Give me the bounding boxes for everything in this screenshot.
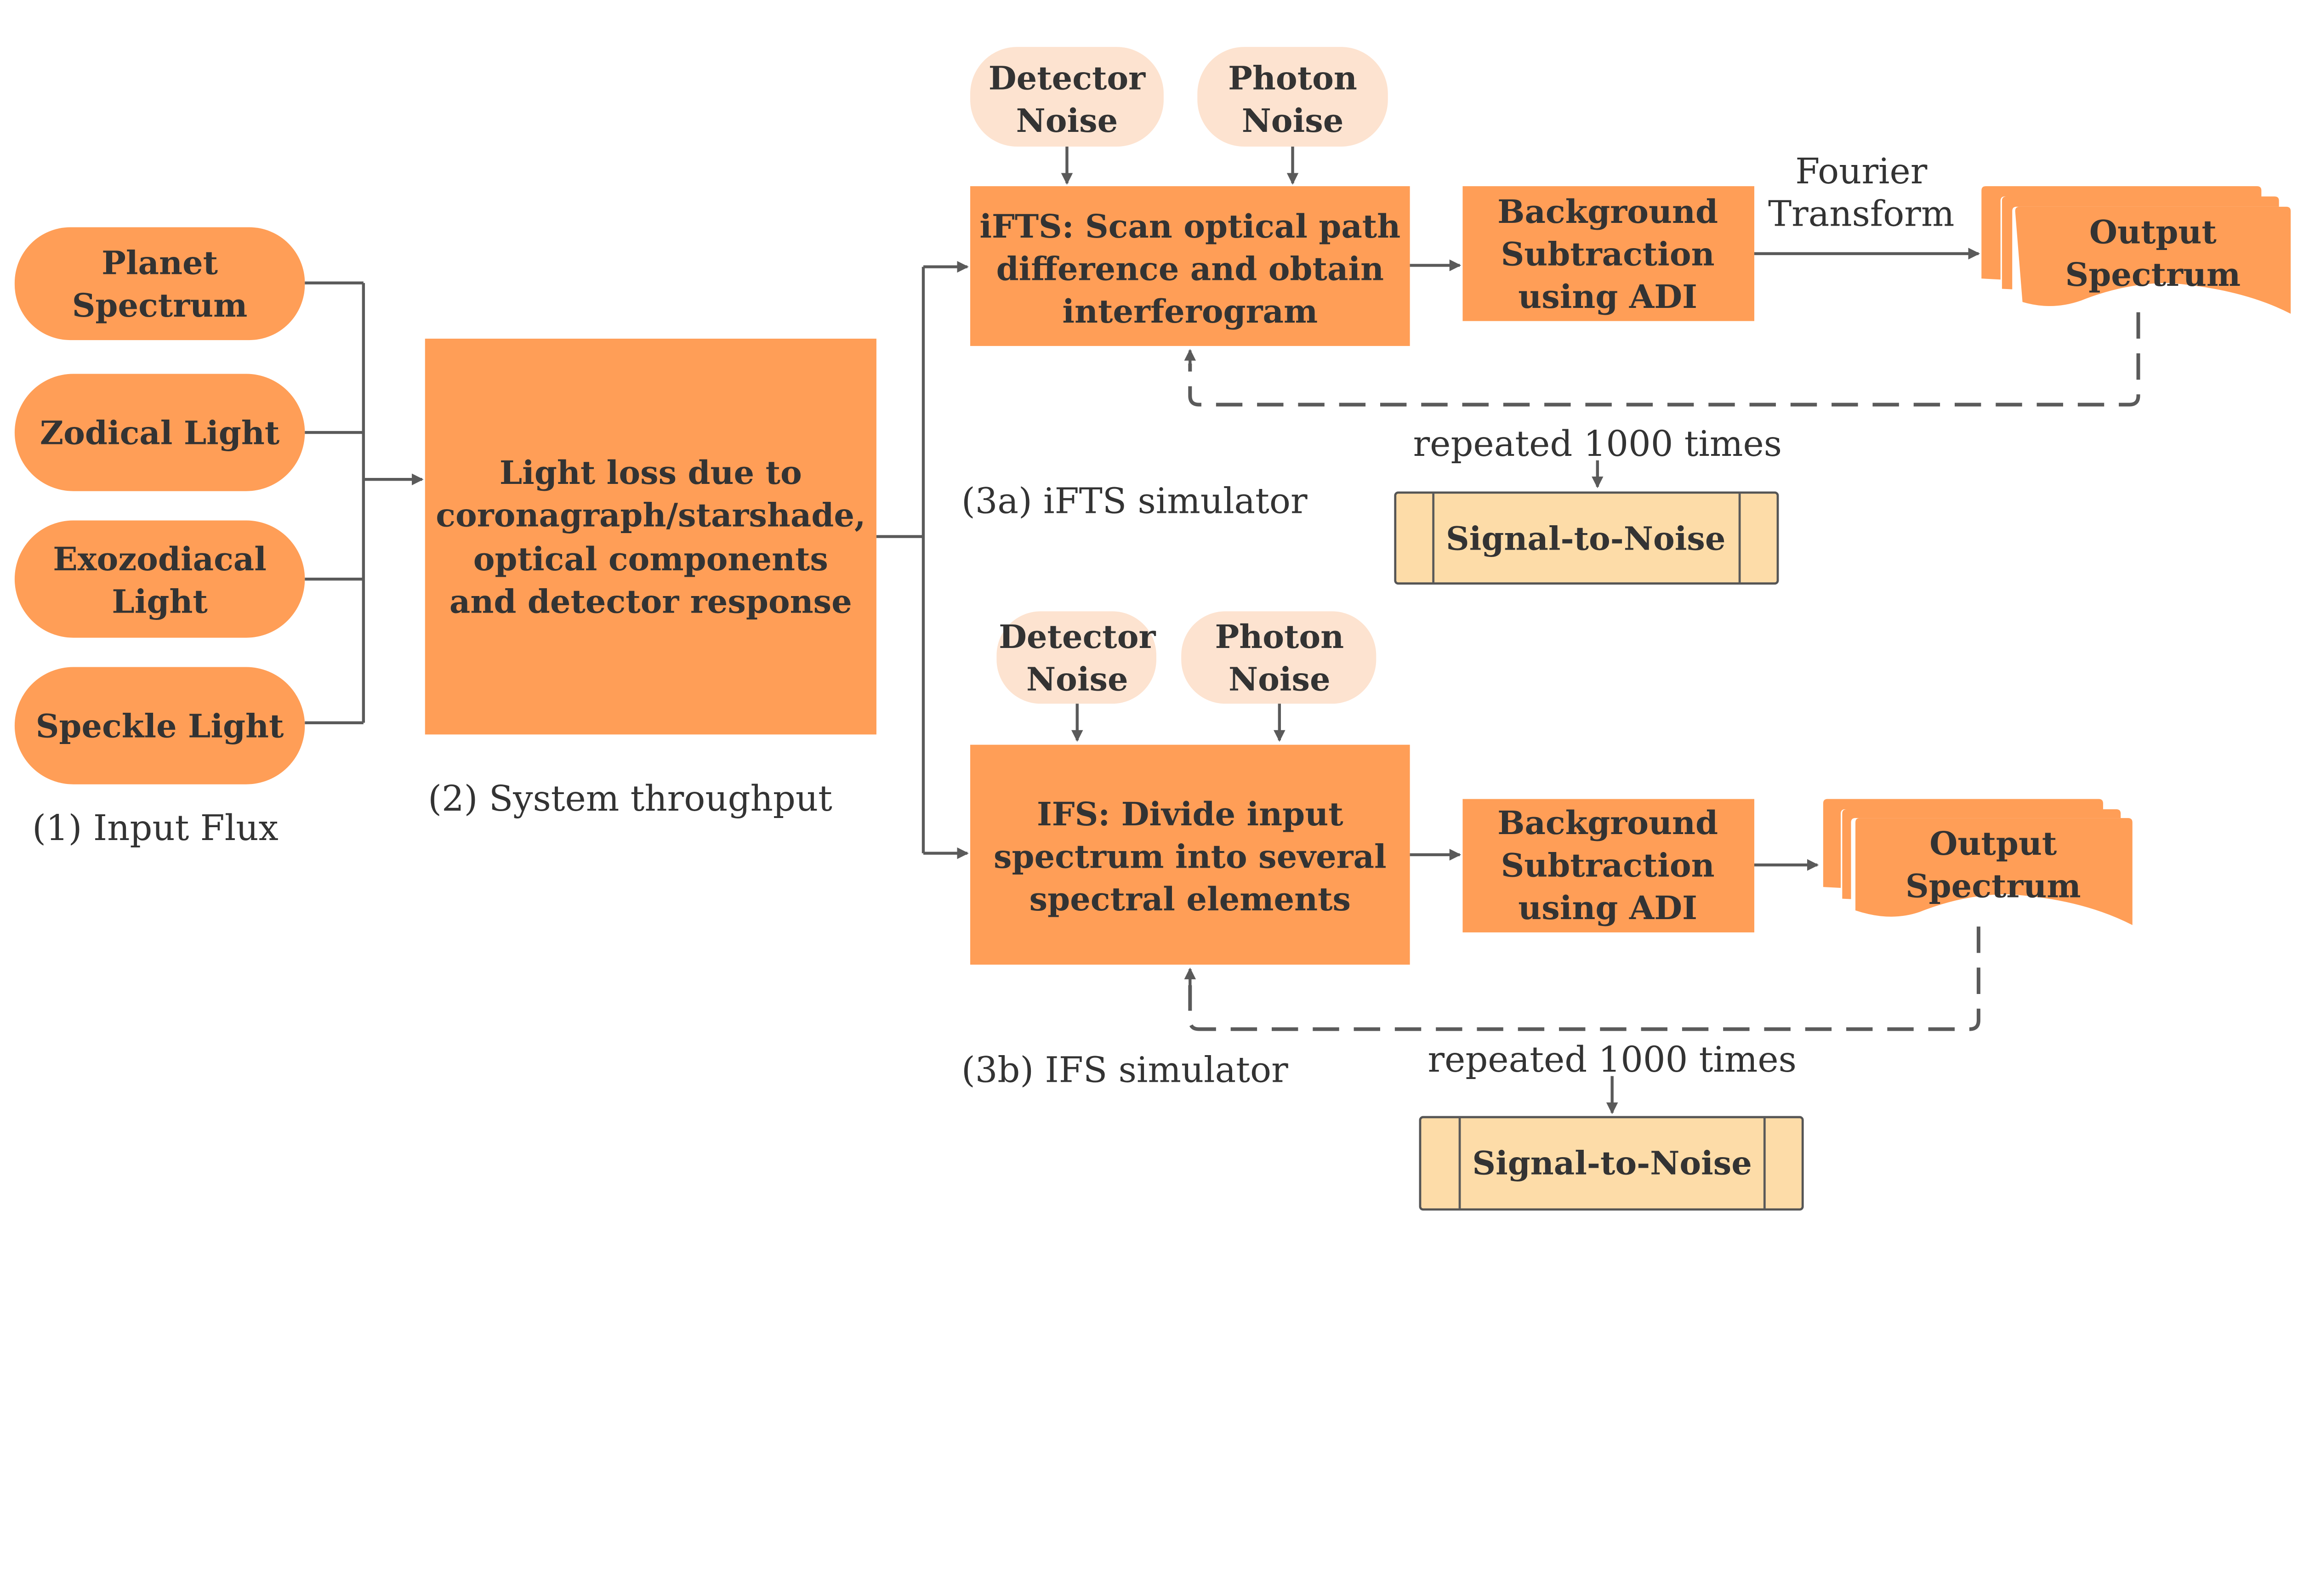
label: Photon (1215, 618, 1344, 656)
label: Background (1497, 804, 1718, 842)
ifs-detector-noise: Detector Noise (996, 611, 1156, 704)
caption-ifs-simulator: (3b) IFS simulator (961, 1050, 1288, 1091)
label: Signal-to-Noise (1446, 519, 1726, 557)
input-connectors (305, 281, 424, 724)
label: Zodical Light (40, 414, 280, 452)
ifs-main-box: IFS: Divide input spectrum into several … (970, 744, 1410, 965)
ifs-background-subtraction: Background Subtraction using ADI (1462, 799, 1755, 932)
fourier-label: Fourier (1795, 151, 1928, 192)
label: Subtraction (1501, 846, 1715, 885)
label: Detector (999, 618, 1156, 656)
label: Spectrum (72, 286, 248, 324)
ifts-repeat-loop (1188, 312, 2140, 407)
label: Photon (1228, 59, 1357, 97)
label: and detector response (449, 582, 852, 620)
label: Noise (1242, 102, 1344, 140)
caption-input-flux: (1) Input Flux (32, 808, 279, 849)
flow-diagram: Planet Spectrum Zodical Light Exozodiaca… (14, 47, 2291, 1211)
ifts-signal-to-noise: Signal-to-Noise (1394, 491, 1779, 585)
label: Background (1497, 193, 1718, 231)
output-label: Output (1929, 824, 2057, 863)
spectrum-label: Spectrum (2065, 256, 2241, 294)
system-throughput-box: Light loss due to coronagraph/starshade,… (425, 338, 876, 735)
input-zodical-light: Zodical Light (14, 374, 305, 491)
label: Detector (989, 59, 1146, 97)
label: spectrum into several (994, 838, 1387, 876)
label: difference and obtain (996, 250, 1384, 288)
ifts-main-box: iFTS: Scan optical path difference and o… (970, 186, 1410, 346)
label: Subtraction (1501, 235, 1715, 273)
label: coronagraph/starshade, (436, 496, 865, 534)
label: Noise (1229, 660, 1331, 699)
spectrum-label: Spectrum (1906, 867, 2081, 905)
ifs-photon-noise: Photon Noise (1181, 611, 1377, 704)
ifts-background-subtraction: Background Subtraction using ADI (1462, 186, 1755, 321)
split-connectors (876, 261, 969, 859)
ifs-output-spectrum: Output Spectrum (1823, 799, 2133, 927)
ifs-repeat-label: repeated 1000 times (1428, 1039, 1796, 1080)
ifts-repeat-label: repeated 1000 times (1413, 424, 1782, 465)
label: Light (112, 582, 208, 620)
label: using ADI (1518, 889, 1697, 927)
label: iFTS: Scan optical path (979, 207, 1400, 245)
label: Noise (1026, 660, 1128, 699)
input-planet-spectrum: Planet Spectrum (14, 227, 305, 341)
label: Exozodiacal (53, 540, 267, 578)
label: interferogram (1062, 292, 1318, 330)
ifts-detector-noise: Detector Noise (970, 47, 1164, 147)
transform-label: Transform (1768, 193, 1954, 234)
input-speckle-light: Speckle Light (14, 667, 305, 784)
ifts-photon-noise: Photon Noise (1197, 47, 1388, 147)
label: spectral elements (1030, 880, 1351, 918)
label: Planet (102, 244, 218, 282)
caption-ifts-simulator: (3a) iFTS simulator (961, 481, 1308, 522)
label: Noise (1016, 102, 1118, 140)
ifts-output-spectrum: Output Spectrum (1981, 186, 2291, 315)
label: optical components (473, 540, 828, 578)
ifs-repeat-loop (1188, 926, 1980, 1031)
label: using ADI (1518, 278, 1697, 316)
ifs-signal-to-noise: Signal-to-Noise (1419, 1116, 1804, 1211)
label: Light loss due to (500, 454, 802, 492)
output-label: Output (2089, 213, 2217, 251)
caption-system-throughput: (2) System throughput (428, 778, 832, 819)
label: IFS: Divide input (1037, 795, 1343, 833)
label: Signal-to-Noise (1472, 1144, 1752, 1182)
label: Speckle Light (36, 707, 284, 745)
input-exozodiacal-light: Exozodiacal Light (14, 520, 305, 638)
